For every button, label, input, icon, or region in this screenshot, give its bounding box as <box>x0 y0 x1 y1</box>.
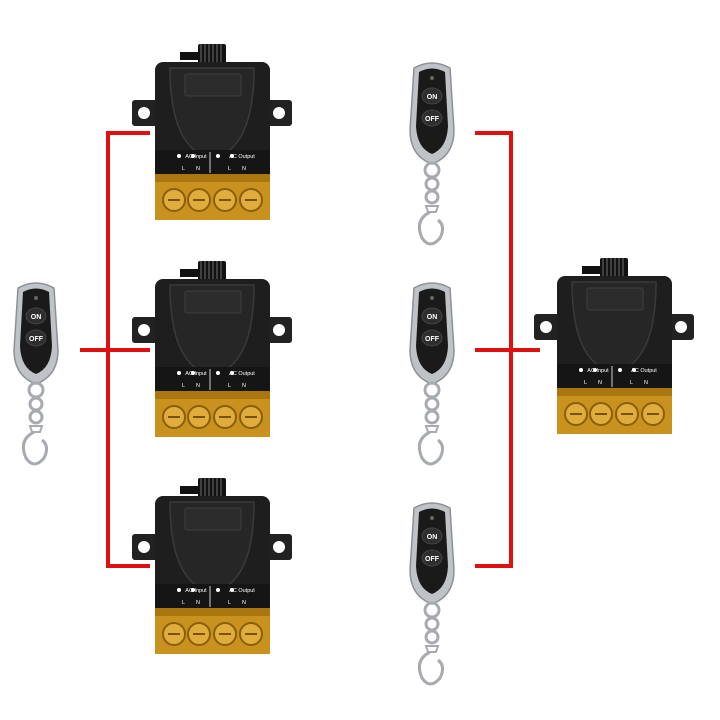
svg-text:N: N <box>196 166 200 172</box>
keychain-icon <box>21 381 49 466</box>
antenna-icon <box>180 478 226 498</box>
keychain-icon <box>417 601 445 686</box>
led-indicator <box>430 76 434 80</box>
antenna-icon <box>582 258 628 278</box>
svg-text:L: L <box>228 600 231 606</box>
svg-text:OFF: OFF <box>29 336 44 343</box>
keychain-icon <box>417 161 445 246</box>
wire-right-branch-top <box>475 131 513 135</box>
svg-text:OFF: OFF <box>425 336 440 343</box>
off-button: OFF <box>421 549 443 567</box>
remote-control-right-bottom[interactable]: ON OFF <box>400 500 464 692</box>
remote-control-right-top[interactable]: ON OFF <box>400 60 464 252</box>
mounting-tab-left <box>534 314 560 340</box>
svg-text:L: L <box>182 166 185 172</box>
svg-text:ON: ON <box>427 314 438 321</box>
svg-text:OFF: OFF <box>425 116 440 123</box>
mounting-tab-left <box>132 534 158 560</box>
mounting-tab-right <box>266 534 292 560</box>
relay-receiver-right: AC Input AC Output L N L N <box>532 254 697 446</box>
antenna-icon <box>180 44 226 64</box>
wire-left-branch-middle <box>80 348 150 352</box>
remote-control-left[interactable]: ON OFF <box>4 280 68 472</box>
led-indicator <box>34 296 38 300</box>
svg-text:N: N <box>598 380 602 386</box>
mounting-tab-left <box>132 317 158 343</box>
svg-text:L: L <box>182 383 185 389</box>
wire-right-branch-bottom <box>475 564 513 568</box>
relay-receiver-left-top: AC Input AC Output L N L N <box>130 40 295 232</box>
keychain-icon <box>417 381 445 466</box>
off-button: OFF <box>421 109 443 127</box>
remote-control-right-middle[interactable]: ON OFF <box>400 280 464 472</box>
svg-text:N: N <box>644 380 648 386</box>
antenna-icon <box>180 261 226 281</box>
on-button: ON <box>421 307 443 325</box>
svg-text:AC Output: AC Output <box>229 371 255 377</box>
svg-text:N: N <box>242 166 246 172</box>
mounting-tab-left <box>132 100 158 126</box>
off-button: OFF <box>421 329 443 347</box>
mounting-tab-right <box>266 317 292 343</box>
svg-text:N: N <box>196 600 200 606</box>
on-button: ON <box>421 87 443 105</box>
svg-text:ON: ON <box>427 534 438 541</box>
relay-receiver-left-bottom: AC Input AC Output L N L N <box>130 474 295 666</box>
mounting-tab-right <box>266 100 292 126</box>
svg-text:AC Output: AC Output <box>229 154 255 160</box>
wire-left-branch-bottom <box>106 564 150 568</box>
svg-text:N: N <box>196 383 200 389</box>
svg-text:L: L <box>228 166 231 172</box>
svg-text:ON: ON <box>31 314 42 321</box>
led-indicator <box>430 516 434 520</box>
svg-text:N: N <box>242 600 246 606</box>
wire-left-branch-top <box>106 131 150 135</box>
svg-text:ON: ON <box>427 94 438 101</box>
led-indicator <box>430 296 434 300</box>
svg-text:L: L <box>228 383 231 389</box>
on-button: ON <box>421 527 443 545</box>
relay-receiver-left-middle: AC Input AC Output L N L N <box>130 257 295 449</box>
svg-text:AC Input: AC Input <box>185 371 207 377</box>
svg-text:AC Input: AC Input <box>185 588 207 594</box>
svg-text:L: L <box>630 380 633 386</box>
svg-text:L: L <box>584 380 587 386</box>
mounting-tab-right <box>668 314 694 340</box>
svg-text:AC Input: AC Input <box>185 154 207 160</box>
svg-text:AC Input: AC Input <box>587 368 609 374</box>
svg-text:AC Output: AC Output <box>229 588 255 594</box>
svg-text:OFF: OFF <box>425 556 440 563</box>
wire-right-branch-middle <box>475 348 540 352</box>
svg-text:AC Output: AC Output <box>631 368 657 374</box>
svg-text:L: L <box>182 600 185 606</box>
on-button: ON <box>25 307 47 325</box>
svg-text:N: N <box>242 383 246 389</box>
off-button: OFF <box>25 329 47 347</box>
